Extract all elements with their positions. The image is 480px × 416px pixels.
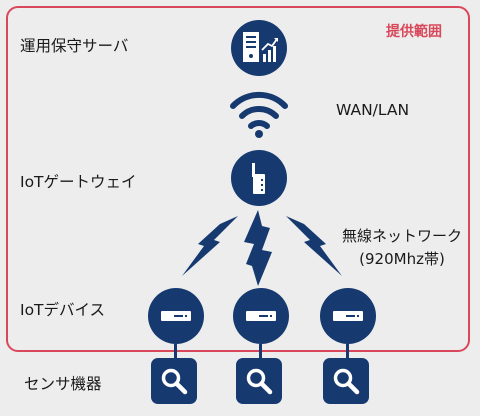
gateway-node [231, 150, 287, 206]
magnifier-icon [246, 368, 273, 395]
sensor-2 [236, 358, 282, 404]
device-box-icon [333, 311, 363, 321]
devices-label: IoTデバイス [20, 301, 106, 319]
device-box-icon [246, 311, 276, 321]
iot-device-2 [233, 288, 289, 344]
lightning-bolt-icon [286, 216, 342, 276]
connector-line [259, 344, 262, 360]
connector-line [346, 344, 349, 360]
gateway-label: IoTゲートウェイ [20, 173, 137, 191]
lightning-bolt-icon [182, 216, 238, 276]
server-node [231, 20, 287, 76]
iot-device-1 [148, 288, 204, 344]
connector-line [174, 344, 177, 360]
iot-device-3 [320, 288, 376, 344]
server-chart-icon [243, 32, 278, 62]
magnifier-icon [333, 368, 360, 395]
wifi-signal-icon [230, 91, 288, 138]
sensor-3 [323, 358, 369, 404]
provision-scope-frame [6, 6, 470, 352]
wan-lan-label: WAN/LAN [336, 101, 410, 119]
server-label: 運用保守サーバ [20, 37, 129, 55]
sensor-1 [151, 358, 197, 404]
scope-label: 提供範囲 [386, 24, 442, 40]
router-antenna-icon [252, 163, 265, 194]
magnifier-icon [161, 368, 188, 395]
wireless-network-label: 無線ネットワーク (920Mhz帯) [341, 227, 462, 268]
lightning-bolt-icon [244, 210, 272, 286]
device-box-icon [161, 311, 191, 321]
sensors-label: センサ機器 [24, 375, 102, 393]
